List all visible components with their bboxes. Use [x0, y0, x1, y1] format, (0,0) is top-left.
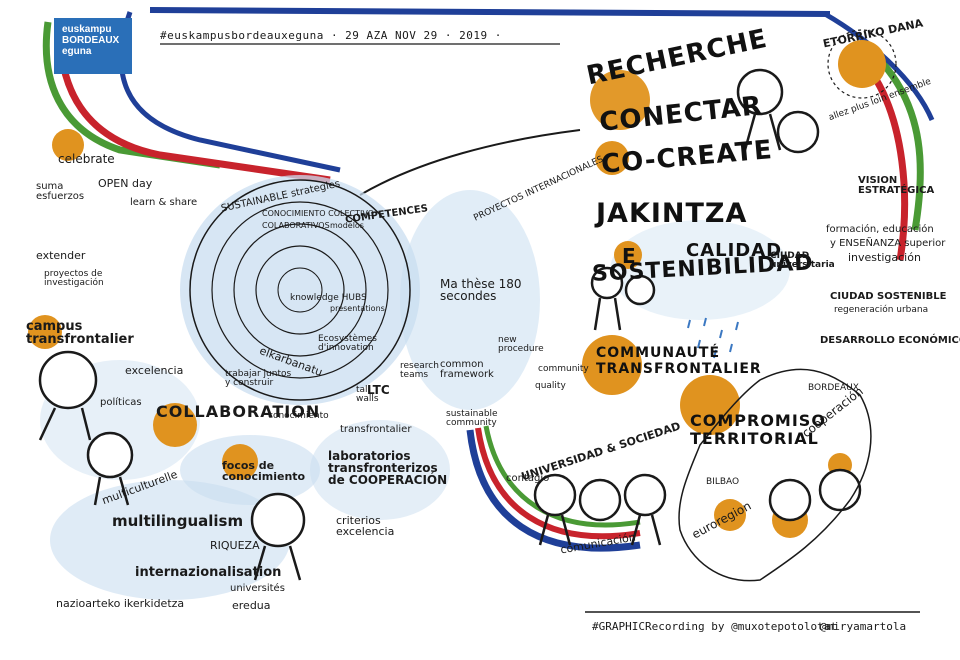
orange-dot-communaute [582, 335, 642, 395]
note-ecosystemes: Ecosystèmes d'innovation [318, 334, 377, 353]
note-criterios: criterios excelencia [336, 514, 395, 538]
note-formacion: formación, educación [826, 224, 934, 235]
logo-line-2: BORDEAUX [62, 35, 120, 46]
note-transfrontalier: transfrontalier [340, 424, 412, 435]
right-swoosh-green [877, 57, 924, 231]
note-tall-walls: tall walls [356, 385, 379, 404]
connector-line [359, 129, 581, 196]
sun-outline [827, 29, 897, 99]
note-celebrate: celebrate [58, 152, 115, 166]
footer-author: @miryamartola [820, 620, 907, 633]
note-excelencia: excelencia [125, 364, 184, 377]
note-community: community [538, 364, 589, 374]
spiral-ring-1 [189, 179, 411, 401]
note-laboratorios: laboratorios transfronterizos de COOPERA… [328, 449, 448, 487]
word-compromiso: COMPROMISO TERRITORIAL [690, 411, 826, 449]
note-collaboration: COLLABORATION [156, 402, 321, 421]
note-multilingualism: multilingualism [112, 512, 244, 530]
note-eredua: eredua [232, 599, 271, 612]
blob-center-spiral [180, 175, 420, 405]
note-ciudad-sost: CIUDAD SOSTENIBLE [830, 291, 947, 302]
note-extender: extender [36, 249, 86, 262]
spiral-ring-5 [277, 267, 323, 313]
note-colaborativos: COLABORATIVOS [262, 221, 330, 230]
note-common-framework: common framework [440, 359, 494, 380]
map-outline [678, 368, 872, 582]
note-presentations: presentations [330, 304, 385, 313]
orange-dot-collaboration [153, 403, 197, 447]
orange-dot-bilbao-figure [714, 499, 746, 531]
note-contagio: contagio [506, 473, 550, 484]
blob-right-figures [610, 220, 790, 320]
orange-dot-conectar [595, 141, 629, 175]
note-desarrollo: DESARROLLO ECONÓMICO [820, 335, 960, 346]
bottom-swoosh-green [483, 425, 641, 528]
note-ma-these: Ma thèse 180 secondes [440, 277, 522, 303]
right-swoosh-blue [823, 11, 935, 121]
note-research-teams: research teams [400, 361, 439, 380]
header-hashtag: #euskampusbordeauxeguna · 29 AZA NOV 29 … [160, 29, 502, 42]
left-swoosh-green [42, 21, 221, 169]
spiral-ring-2 [211, 201, 389, 379]
note-politicas: políticas [100, 397, 142, 408]
orange-dot-focos [222, 444, 258, 480]
logo-line-1: euskampu [62, 24, 112, 35]
note-sustainable-community: sustainable community [446, 409, 498, 428]
logo-line-3: eguna [62, 46, 92, 57]
note-regeneracion: regeneración urbana [834, 305, 929, 315]
note-vision: VISION ESTRATÉGICA [858, 175, 935, 196]
orange-dot-campus [28, 315, 62, 349]
note-knowledge-hubs: knowledge HUBS [290, 293, 367, 303]
note-open-day: OPEN day [98, 177, 153, 190]
orange-dot-sun [838, 40, 886, 88]
orange-dot-recherche [590, 70, 650, 130]
note-learn-share: learn & share [130, 197, 198, 208]
note-trabajar: trabajar juntos y construir [225, 369, 292, 388]
note-ensenanza: y ENSEÑANZA superior [830, 238, 946, 249]
euskampus-logo: euskampu BORDEAUX eguna [54, 18, 132, 74]
note-modelos: modelos [330, 221, 364, 230]
word-e: E [622, 244, 637, 268]
orange-dot-celebrate [52, 129, 84, 161]
note-ciudad-univ: CIUDAD universitaria [770, 251, 835, 270]
rain-drops [687, 317, 739, 359]
note-conocimiento: CONOCIMIENTO COLECTIVO [262, 209, 374, 218]
note-proyectos: proyectos de investigación [44, 269, 104, 288]
bottom-swoosh-blue [466, 429, 641, 552]
note-nazioarteko: nazioarteko ikerkidetza [56, 597, 185, 610]
blob-labs [310, 420, 450, 520]
note-ltc: LTC [367, 383, 390, 397]
note-universites: universités [230, 583, 285, 594]
note-campus: campus transfrontalier [26, 319, 134, 347]
note-new-procedure: new procedure [498, 335, 544, 354]
orange-dot-e [614, 241, 642, 269]
note-quality: quality [535, 381, 566, 391]
figures-right [533, 68, 862, 546]
bottom-swoosh-red [475, 427, 641, 540]
footer-graphic: #GRAPHICRecording by @muxotepotolotat [592, 620, 838, 633]
note-focos: focos de conocimiento [222, 459, 306, 483]
spiral-ring-3 [233, 223, 367, 357]
label-bilbao: BILBAO [706, 477, 740, 487]
blob-left-bottom [50, 480, 290, 600]
figures-left [38, 350, 306, 581]
note-internazionalisation: internazionalisation [135, 565, 282, 580]
note-suma: suma esfuerzos [36, 181, 85, 202]
note-investigacion: investigación [848, 251, 921, 264]
orange-dot-compromiso [680, 375, 740, 435]
label-bordeaux: BORDEAUX [808, 383, 859, 393]
blob-center-right [400, 190, 540, 410]
spiral-ring-4 [255, 245, 345, 335]
word-communaute: COMMUNAUTÉ TRANSFRONTALIER [596, 345, 762, 377]
note-conocimiento-small: conocimiento [268, 411, 329, 421]
note-riqueza: RIQUEZA [210, 539, 260, 552]
word-jakintza: JAKINTZA [596, 198, 748, 229]
word-calidad: CALIDAD [686, 240, 783, 261]
right-swoosh-red [867, 67, 909, 261]
frame-top-line [149, 7, 831, 17]
